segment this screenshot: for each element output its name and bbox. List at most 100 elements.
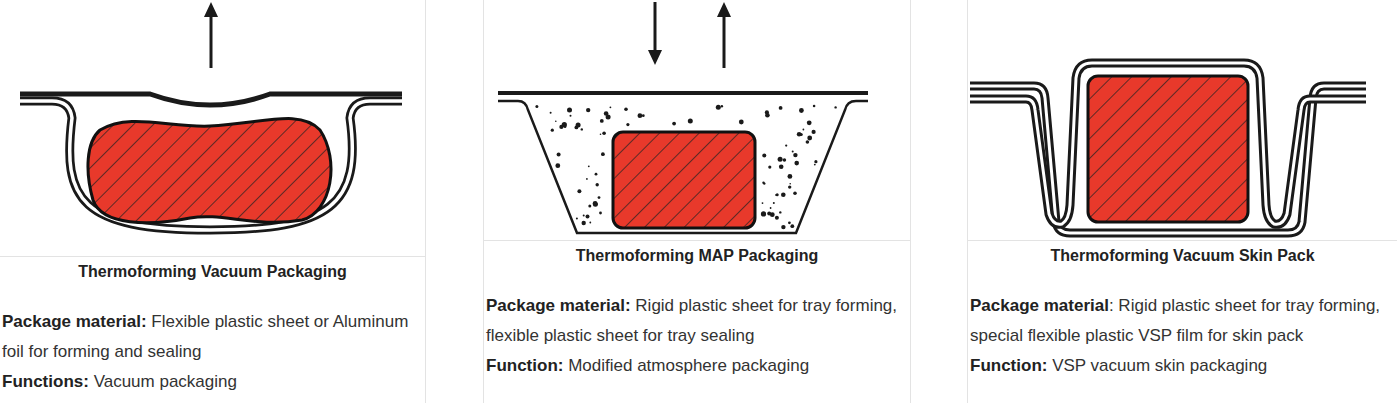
caption-rule: [0, 256, 425, 257]
map-pack-figure: [498, 2, 868, 233]
spec-line: Package material: Rigid plastic sheet fo…: [486, 291, 908, 351]
gas-dot: [775, 216, 779, 220]
gas-dot: [583, 215, 585, 217]
figure-panel: Thermoforming Vacuum Skin PackPackage ma…: [967, 0, 1397, 403]
caption-rule: [484, 240, 910, 241]
gas-dot: [814, 160, 817, 163]
gas-dot: [599, 212, 602, 215]
gas-dot: [638, 113, 643, 118]
gas-dot: [797, 132, 802, 137]
gas-dot: [721, 105, 723, 107]
gas-dot: [761, 211, 766, 216]
gas-dot: [763, 182, 765, 184]
spec-line: Function: Modified atmosphere packaging: [486, 351, 908, 381]
spec-label: Functions:: [2, 372, 89, 391]
gas-dot: [593, 201, 598, 206]
gas-dot: [581, 128, 583, 130]
gas-dot: [555, 163, 560, 168]
panel-heading: Thermoforming MAP Packaging: [484, 245, 910, 267]
gas-dot: [834, 106, 836, 108]
gas-dot: [570, 115, 572, 117]
gas-dot: [789, 183, 791, 185]
spec-label: Function:: [970, 356, 1047, 375]
gas-dot: [778, 157, 783, 162]
gas-dot: [807, 136, 812, 141]
gas-dot: [555, 121, 557, 123]
gas-dot: [785, 145, 787, 147]
gas-dot: [588, 204, 591, 207]
gas-dot: [794, 161, 799, 166]
gas-dot: [788, 221, 791, 224]
vacuum-pack-figure: [20, 2, 402, 230]
spec-line: Package material: Rigid plastic sheet fo…: [970, 291, 1395, 351]
panel-body: Package material: Flexible plastic sheet…: [2, 307, 423, 397]
spec-label: Function:: [486, 356, 563, 375]
gas-dot: [781, 192, 786, 197]
gas-dot: [550, 112, 552, 114]
gas-dot: [781, 225, 785, 229]
gas-dot: [586, 215, 590, 219]
gas-dot: [588, 165, 590, 167]
panel-heading: Thermoforming Vacuum Packaging: [0, 261, 425, 283]
gas-dot: [779, 106, 783, 110]
spec-value: VSP vacuum skin packaging: [1052, 356, 1267, 375]
gas-dot: [672, 122, 676, 126]
gas-dot: [559, 125, 563, 129]
gas-dot: [624, 107, 628, 111]
gas-dot: [799, 108, 804, 113]
figure-panel: Thermoforming Vacuum PackagingPackage ma…: [0, 0, 426, 403]
gas-dot: [598, 196, 601, 199]
spec-value: Modified atmosphere packaging: [568, 356, 809, 375]
spec-label: Package material: [970, 296, 1109, 315]
gas-dot: [793, 191, 797, 195]
spec-line: Function: VSP vacuum skin packaging: [970, 351, 1395, 381]
gas-dot: [567, 108, 572, 113]
gas-dot: [551, 129, 554, 132]
gas-dot: [739, 120, 744, 125]
gas-dot: [783, 158, 787, 162]
gas-dot: [564, 126, 567, 129]
gas-dot: [642, 114, 645, 117]
gas-dot: [779, 165, 784, 170]
gas-dot: [688, 119, 693, 124]
gas-dot: [779, 211, 781, 213]
gas-dot: [593, 202, 598, 207]
gas-dot: [600, 134, 602, 136]
gas-dot: [767, 212, 771, 216]
spec-line: Package material: Flexible plastic sheet…: [2, 307, 423, 367]
gas-dot: [576, 217, 578, 219]
gas-dot: [790, 224, 794, 228]
gas-dot: [535, 105, 538, 108]
gas-dot: [557, 153, 561, 157]
spec-label: Package material:: [2, 312, 147, 331]
gas-dot: [601, 152, 605, 156]
gas-dot: [576, 122, 581, 127]
gas-dot: [770, 207, 772, 209]
gas-dot: [773, 202, 775, 204]
gas-dot: [586, 108, 590, 112]
gas-dot: [762, 182, 764, 184]
panel-body: Package material: Rigid plastic sheet fo…: [486, 291, 908, 381]
panel-heading: Thermoforming Vacuum Skin Pack: [968, 245, 1397, 267]
spec-label: Package material:: [486, 296, 631, 315]
gas-dot: [806, 140, 810, 144]
gas-dot: [807, 120, 812, 125]
spec-line: Functions: Vacuum packaging: [2, 367, 423, 397]
caption-rule: [968, 240, 1397, 241]
gas-dot: [595, 173, 598, 176]
gas-dot: [586, 178, 588, 180]
gas-dot: [813, 105, 816, 108]
gas-dot: [803, 129, 805, 131]
gas-dot: [776, 193, 779, 196]
gas-dot: [792, 151, 794, 153]
gas-dot: [582, 221, 586, 225]
gas-dot: [812, 130, 816, 134]
panel-body: Package material: Rigid plastic sheet fo…: [970, 291, 1395, 381]
gas-dot: [602, 131, 606, 135]
gas-dot: [577, 189, 581, 193]
gas-dot: [768, 166, 771, 169]
gas-dot: [814, 164, 816, 166]
gas-dot: [762, 202, 764, 204]
gas-dot: [626, 123, 629, 126]
gas-dot: [600, 119, 604, 123]
